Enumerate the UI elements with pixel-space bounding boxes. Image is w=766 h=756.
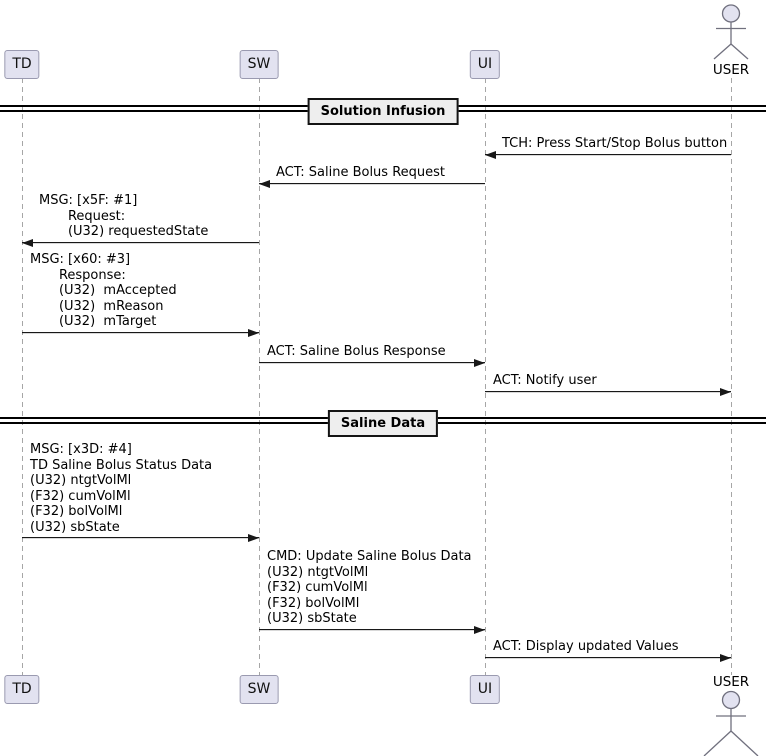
message-label: MSG: [x60: #3] Response: (U32) mAccepted… [30,252,177,329]
arrowhead-left-icon [22,239,33,247]
divider-solution-infusion: Solution Infusion [307,98,459,125]
message-label: CMD: Update Saline Bolus Data (U32) ntgt… [267,549,472,626]
arrowhead-right-icon [248,534,259,542]
participant-ui-bottom: UI [469,675,501,704]
message-line [22,242,259,243]
lifeline-ui [484,78,486,675]
participant-td-top: TD [4,50,40,79]
lifeline-sw [258,78,260,675]
arrowhead-left-icon [259,180,270,188]
lifeline-user [730,78,732,675]
message-line [485,391,731,392]
message-line [22,332,259,333]
arrowhead-right-icon [720,654,731,662]
message-label: ACT: Display updated Values [493,639,679,654]
message-label: ACT: Notify user [493,373,597,388]
message-label: MSG: [x3D: #4] TD Saline Bolus Status Da… [30,442,213,535]
participant-user-top: USER [712,62,750,78]
message-line [485,657,731,658]
message-line [259,362,485,363]
message-line [22,537,259,538]
user-actor-icon [703,690,759,756]
arrowhead-right-icon [474,626,485,634]
message-label: ACT: Saline Bolus Request [276,165,446,180]
user-actor-icon [713,4,749,60]
message-line [259,183,485,184]
arrowhead-left-icon [485,151,496,159]
participant-ui-top: UI [469,50,501,79]
lifeline-td [21,78,23,675]
message-line [259,629,485,630]
participant-sw-top: SW [239,50,279,79]
message-label: ACT: Saline Bolus Response [267,344,446,359]
message-label: TCH: Press Start/Stop Bolus button [502,136,728,151]
participant-sw-bottom: SW [239,675,279,704]
arrowhead-right-icon [474,359,485,367]
arrowhead-right-icon [720,388,731,396]
divider-saline-data: Saline Data [327,410,439,437]
arrowhead-right-icon [248,329,259,337]
participant-user-bottom: USER [712,674,750,690]
participant-td-bottom: TD [4,675,40,704]
message-label: MSG: [x5F: #1] Request: (U32) requestedS… [39,193,209,239]
message-line [485,154,731,155]
